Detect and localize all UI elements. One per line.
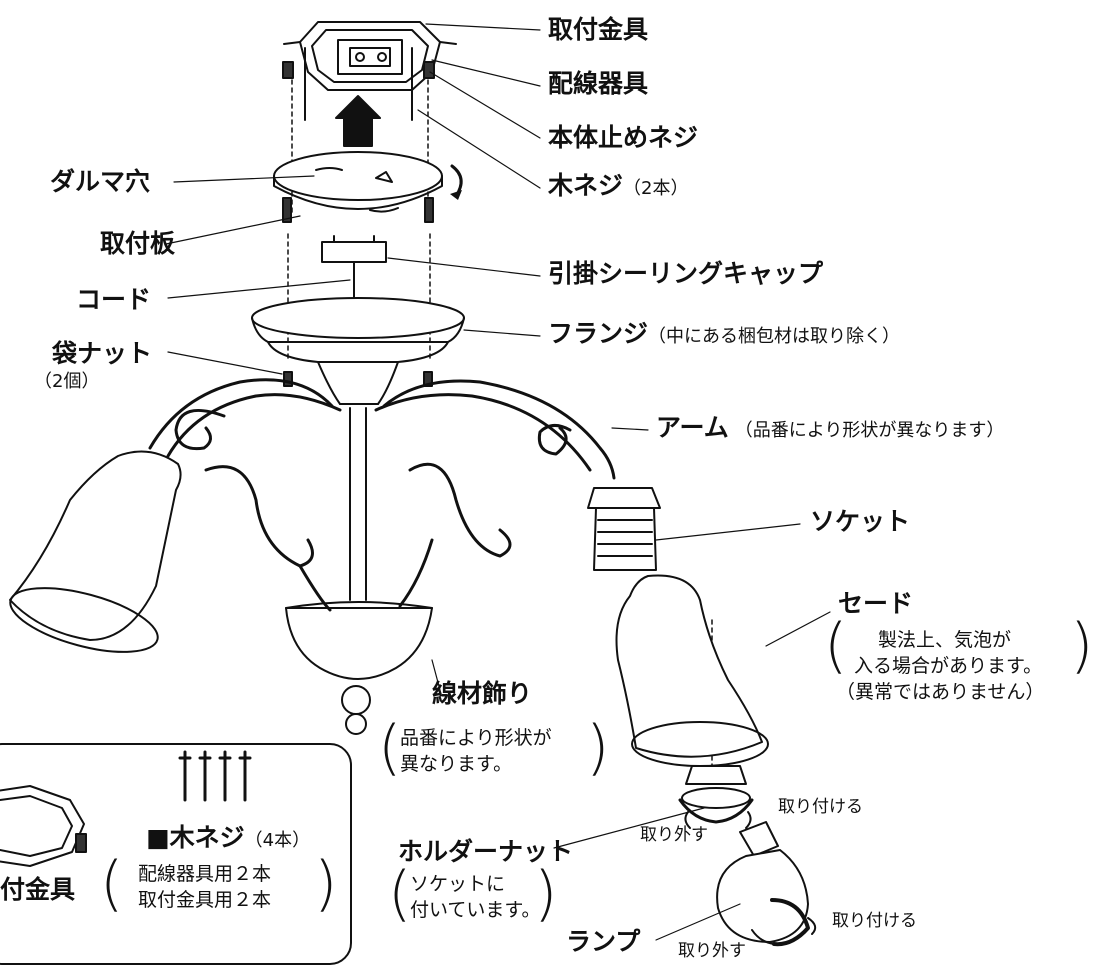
wire-note-close-paren: )	[586, 713, 610, 783]
center-body	[285, 361, 433, 735]
label-attach-2: 取り付ける	[832, 911, 917, 931]
right-shade	[615, 574, 769, 767]
label-holder-nut: ホルダーナット	[398, 837, 574, 866]
label-keyhole-slot: ダルマ穴	[50, 167, 151, 196]
label-wire-decoration: 線材飾り	[432, 679, 533, 708]
label-cord: コード	[76, 285, 152, 314]
install-arrow	[335, 95, 381, 147]
label-cap-nut-count: （2個）	[34, 371, 100, 392]
inset-bracket-label: 付金具	[0, 875, 76, 904]
label-socket: ソケット	[810, 507, 911, 536]
label-cap-nut: 袋ナット	[52, 339, 153, 368]
label-flange: フランジ（中にある梱包材は取り除く）	[548, 319, 901, 348]
label-attach-1: 取り付ける	[778, 797, 863, 817]
mounting-plate	[273, 151, 443, 223]
inset-illustration	[0, 750, 252, 867]
rotation-arrows	[684, 811, 817, 945]
inset-note-open-paren: (	[100, 849, 124, 919]
inset-use-line1: 配線器具用２本	[138, 863, 272, 885]
mounting-bracket	[283, 21, 457, 91]
label-mounting-plate: 取付板	[100, 229, 176, 258]
holder-note-line2: 付いています。	[410, 899, 541, 921]
shade-note-line1: 製法上、気泡が	[878, 629, 1012, 651]
label-wiring-device: 配線器具	[548, 69, 649, 98]
label-wood-screw: 木ネジ（2本）	[548, 171, 689, 200]
label-body-screw: 本体止めネジ	[548, 123, 699, 152]
inset-use-line2: 取付金具用２本	[138, 889, 272, 911]
label-shade: セード	[838, 589, 914, 618]
label-remove-1: 取り外す	[640, 825, 708, 845]
inset-note-close-paren: )	[314, 849, 338, 919]
shade-note-close-paren: )	[1070, 611, 1094, 681]
label-lamp: ランプ	[566, 927, 641, 956]
inset-screw-title: ■木ネジ（4本）	[146, 823, 311, 852]
ceiling-cap	[321, 235, 387, 301]
holder-nut	[678, 765, 754, 824]
shade-note-open-paren: (	[824, 611, 848, 681]
label-arm: アーム（品番により形状が異なります）	[656, 413, 1005, 442]
bracket-screws	[282, 47, 435, 121]
leader-lines	[165, 23, 831, 941]
wire-note-line2: 異なります。	[400, 753, 513, 775]
wire-note-open-paren: (	[378, 713, 402, 783]
shade-note-line2: 入る場合があります。	[854, 655, 1043, 677]
label-ceiling-cap: 引掛シーリングキャップ	[548, 259, 824, 288]
holder-note-line1: ソケットに	[410, 873, 506, 895]
wire-note-line1: 品番により形状が	[400, 727, 552, 749]
label-mounting-bracket: 取付金具	[548, 15, 649, 44]
parts-inset-box	[0, 743, 352, 965]
holder-note-open-paren: (	[388, 859, 412, 929]
holder-note-close-paren: )	[534, 859, 558, 929]
left-shade	[9, 450, 182, 653]
flange	[251, 297, 465, 387]
arms	[148, 378, 616, 612]
shade-note-line3: （異常ではありません）	[836, 681, 1045, 703]
lamp-bulb	[716, 821, 810, 947]
socket	[587, 487, 661, 571]
label-remove-2: 取り外す	[678, 941, 746, 961]
